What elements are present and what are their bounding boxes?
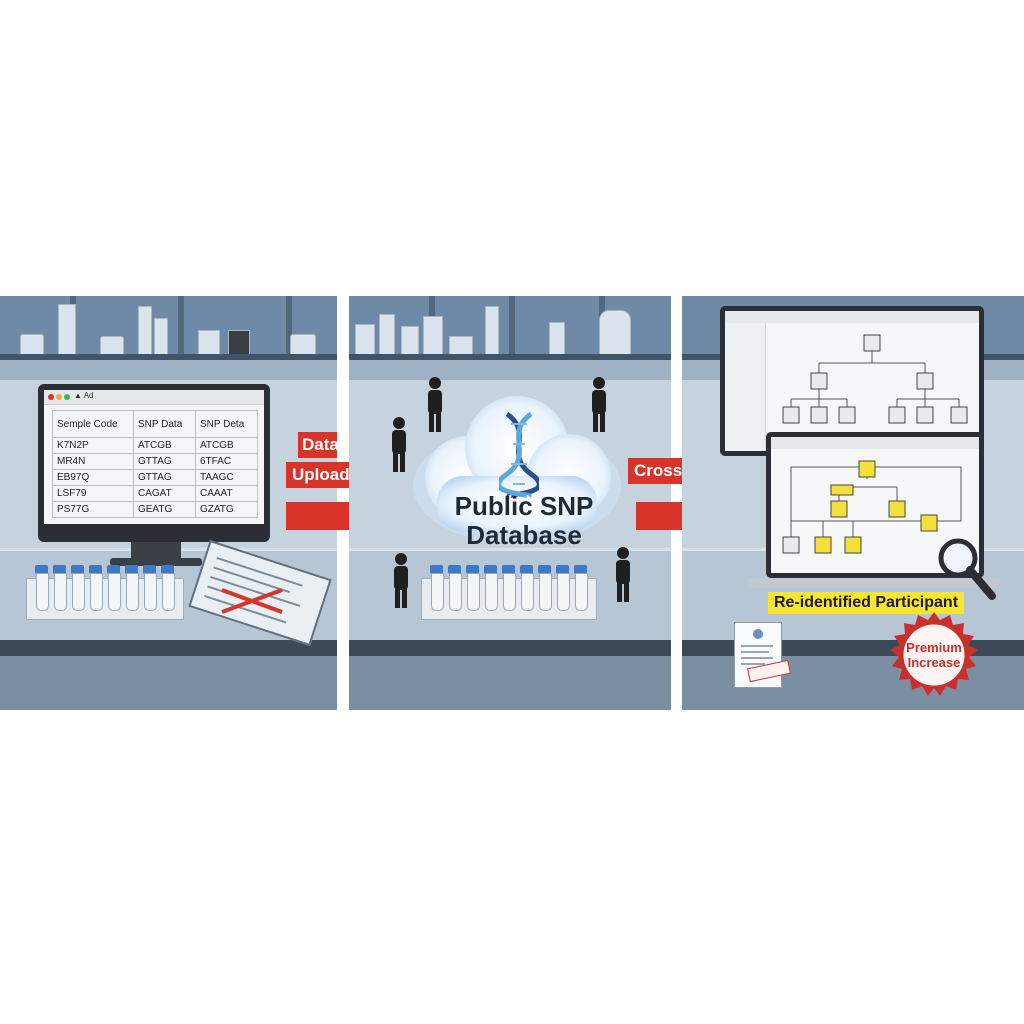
premium-seal-icon bbox=[890, 612, 978, 696]
table-row: EB97Q GTTAG TAAGC bbox=[52, 469, 259, 486]
seal-line2: Increase bbox=[907, 655, 961, 670]
table-row: K7N2P ATCGB ATCGB bbox=[52, 437, 259, 454]
cross-out-icon bbox=[221, 588, 283, 614]
browser-toolbar: ▲ Ad bbox=[44, 390, 264, 405]
sample-code-cell: LSF79 bbox=[52, 485, 134, 502]
snp-cell: CAAAT bbox=[194, 485, 259, 502]
tube-cap bbox=[520, 565, 533, 574]
test-tube bbox=[449, 573, 462, 611]
test-tube bbox=[126, 573, 139, 611]
url-bar[interactable]: ▲ Ad bbox=[74, 391, 94, 400]
tube-cap bbox=[466, 565, 479, 574]
snp-cell: GTTAG bbox=[132, 453, 196, 470]
tube-cap bbox=[574, 565, 587, 574]
seal-line1: Premium bbox=[906, 640, 962, 655]
test-tube bbox=[557, 573, 570, 611]
tube-cap bbox=[53, 565, 66, 574]
column-header: SNP Data bbox=[132, 410, 196, 438]
tube-cap bbox=[502, 565, 515, 574]
tube-cap bbox=[556, 565, 569, 574]
snp-cell: GZATG bbox=[194, 501, 259, 518]
person-icon bbox=[428, 377, 442, 432]
snp-cell: GEATG bbox=[132, 501, 196, 518]
magnifier-icon bbox=[938, 538, 996, 600]
sample-code-cell: MR4N bbox=[52, 453, 134, 470]
premium-seal-text: Premium Increase bbox=[890, 640, 978, 670]
snp-cell: ATCGB bbox=[194, 437, 259, 454]
test-tube bbox=[431, 573, 444, 611]
test-tube bbox=[108, 573, 121, 611]
dna-icon bbox=[499, 411, 539, 498]
person-icon bbox=[394, 553, 408, 608]
test-tube-rack bbox=[26, 565, 184, 620]
desktop-monitor bbox=[720, 306, 984, 456]
database-title-line2: Database bbox=[466, 520, 582, 550]
column-header: Semple Code bbox=[52, 410, 134, 438]
snp-cell: GTTAG bbox=[132, 469, 196, 486]
test-tube bbox=[162, 573, 175, 611]
column-header: SNP Deta bbox=[194, 410, 259, 438]
snp-cell: TAAGC bbox=[194, 469, 259, 486]
database-title: Public SNP Database bbox=[439, 492, 609, 550]
match-tree-diagram bbox=[782, 460, 962, 554]
cloud-icon bbox=[413, 396, 621, 544]
tube-cap bbox=[125, 565, 138, 574]
tube-cap bbox=[484, 565, 497, 574]
snp-cell: 6TFAC bbox=[194, 453, 259, 470]
test-tube bbox=[575, 573, 588, 611]
test-tube bbox=[54, 573, 67, 611]
table-row: PS77G GEATG GZATG bbox=[52, 501, 259, 518]
person-icon bbox=[392, 417, 406, 472]
family-tree-diagram bbox=[782, 334, 968, 424]
tube-cap bbox=[35, 565, 48, 574]
test-tube bbox=[503, 573, 516, 611]
snp-cell: CAGAT bbox=[132, 485, 196, 502]
tube-cap bbox=[538, 565, 551, 574]
test-tube-rack bbox=[421, 565, 597, 620]
panel-public-database: Public SNP Database bbox=[349, 296, 671, 710]
tube-cap bbox=[448, 565, 461, 574]
spreadsheet-window: ▲ Ad Semple Code SNP Data SNP Deta K7N2P… bbox=[44, 390, 264, 524]
database-title-line1: Public SNP bbox=[454, 491, 594, 521]
match-tree-window bbox=[771, 437, 979, 573]
tube-cap bbox=[89, 565, 102, 574]
sample-code-cell: PS77G bbox=[52, 501, 134, 518]
test-tube bbox=[36, 573, 49, 611]
data-label: Data bbox=[298, 432, 337, 458]
table-row: MR4N GTTAG 6TFAC bbox=[52, 453, 259, 470]
person-icon bbox=[592, 377, 606, 432]
snp-cell: ATCGB bbox=[132, 437, 196, 454]
panel-reidentification: Re-identified Participant Premium Increa… bbox=[682, 296, 1024, 710]
table-row: LSF79 CAGAT CAAAT bbox=[52, 485, 259, 502]
test-tube bbox=[467, 573, 480, 611]
tube-cap bbox=[71, 565, 84, 574]
sample-code-cell: EB97Q bbox=[52, 469, 134, 486]
family-tree-window bbox=[725, 311, 979, 451]
tube-cap bbox=[161, 565, 174, 574]
test-tube bbox=[144, 573, 157, 611]
reidentified-label: Re-identified Participant bbox=[768, 592, 965, 614]
upload-label: Upload bbox=[286, 462, 356, 488]
snp-data-table: Semple Code SNP Data SNP Deta K7N2P ATCG… bbox=[52, 410, 259, 518]
test-tube bbox=[485, 573, 498, 611]
test-tube bbox=[90, 573, 103, 611]
test-tube bbox=[539, 573, 552, 611]
test-tube bbox=[521, 573, 534, 611]
sample-code-cell: K7N2P bbox=[52, 437, 134, 454]
tube-cap bbox=[107, 565, 120, 574]
tube-cap bbox=[143, 565, 156, 574]
person-icon bbox=[616, 547, 630, 602]
tube-cap bbox=[430, 565, 443, 574]
computer-monitor: ▲ Ad Semple Code SNP Data SNP Deta K7N2P… bbox=[38, 384, 270, 542]
test-tube bbox=[72, 573, 85, 611]
panel-sample-data: ▲ Ad Semple Code SNP Data SNP Deta K7N2P… bbox=[0, 296, 337, 710]
